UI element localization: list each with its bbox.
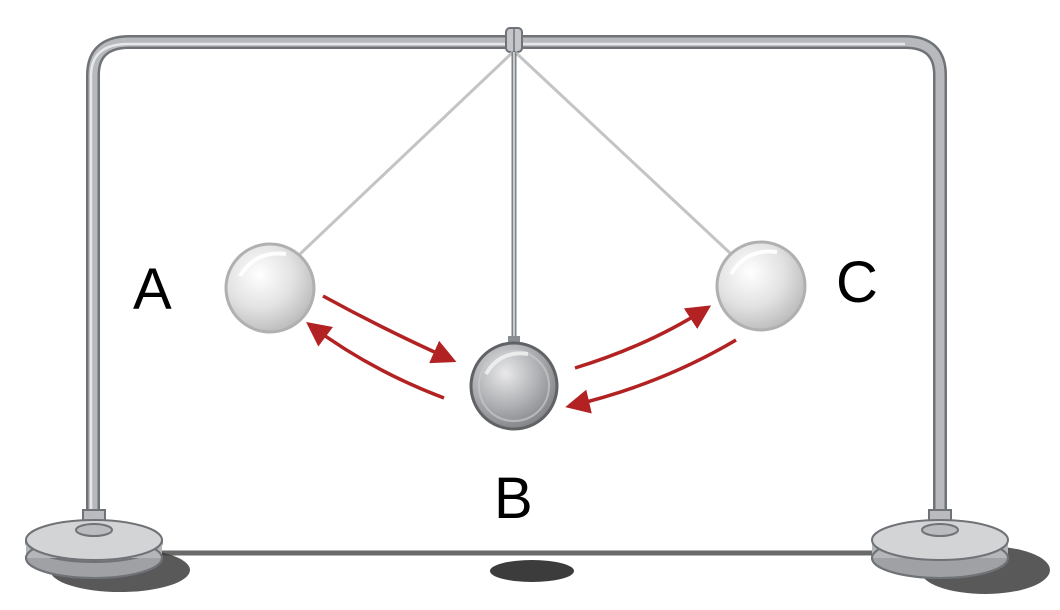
left-base (25, 509, 163, 579)
arrow-c-to-b-curved-arrow-icon (565, 338, 737, 414)
label-b: B (494, 466, 533, 531)
ball-c-sphere-icon (715, 240, 807, 332)
label-a: A (133, 257, 172, 322)
right-base (871, 509, 1009, 579)
shadow-ball (490, 560, 574, 582)
ball-a-sphere-icon (224, 242, 316, 334)
label-c: C (836, 250, 878, 315)
arrow-b-to-c-curved-arrow-icon (574, 305, 712, 370)
string-c (513, 50, 732, 255)
arrow-b-to-a-curved-arrow-icon (306, 322, 445, 400)
string-a (298, 50, 515, 256)
arrow-a-to-b-curved-arrow-icon (322, 294, 457, 364)
ball-b-sphere-icon (469, 336, 559, 431)
pendulum-frame-icon (86, 27, 947, 520)
